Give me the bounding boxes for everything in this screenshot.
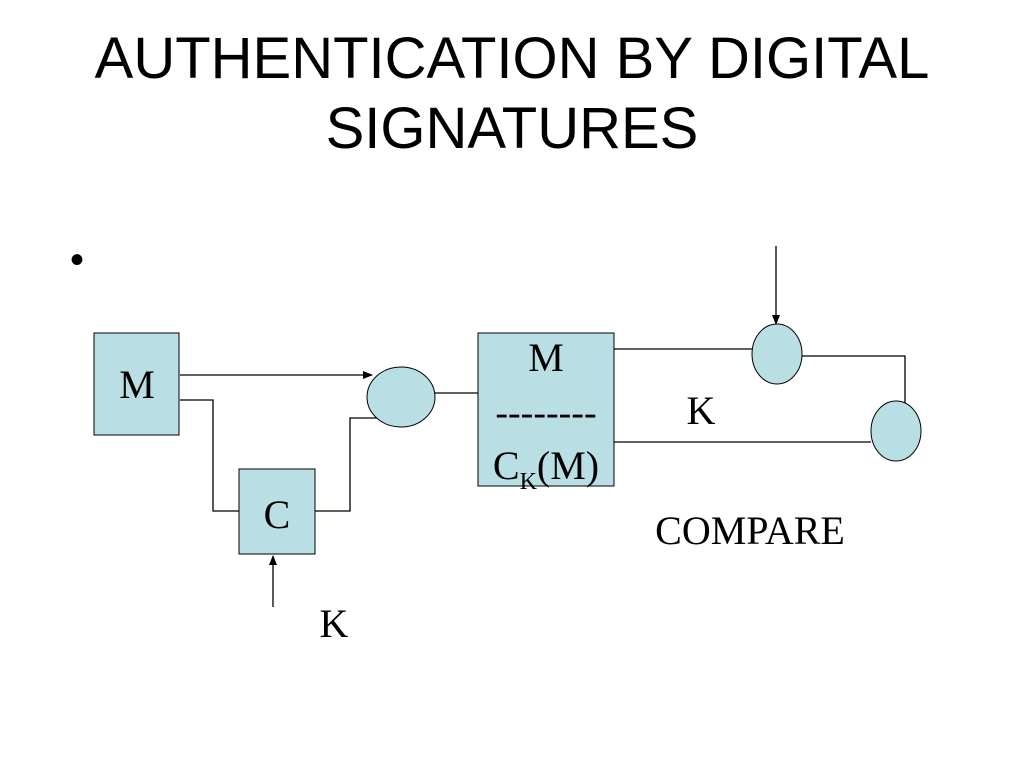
compare-label: COMPARE xyxy=(655,508,845,553)
signature-argument: (M) xyxy=(537,443,599,488)
decrypt-node xyxy=(751,323,803,385)
message-box-divider: -------- xyxy=(495,392,596,434)
bullet-point: • xyxy=(70,238,85,282)
key-label-right: K xyxy=(687,388,716,433)
box-m-label: M xyxy=(119,362,155,407)
line-c-to-combiner xyxy=(315,417,378,512)
signature-base: C xyxy=(493,443,520,488)
combiner-node xyxy=(366,366,436,428)
line-m-to-c xyxy=(180,399,240,512)
slide-title: AUTHENTICATION BY DIGITAL SIGNATURES xyxy=(0,24,1024,164)
line-node-top-to-compare xyxy=(801,355,906,404)
message-box-top-label: M xyxy=(528,335,564,380)
key-label-bottom: K xyxy=(320,601,349,646)
box-c-label: C xyxy=(264,492,291,537)
title-line-1: AUTHENTICATION BY DIGITAL xyxy=(94,26,930,91)
message-box-signature-label: CK(M) xyxy=(493,443,599,495)
message-box xyxy=(477,332,615,487)
title-line-2: SIGNATURES xyxy=(325,96,699,161)
signature-subscript: K xyxy=(520,469,538,495)
compare-node xyxy=(870,400,922,462)
box-m xyxy=(93,332,180,436)
box-c xyxy=(238,468,316,555)
